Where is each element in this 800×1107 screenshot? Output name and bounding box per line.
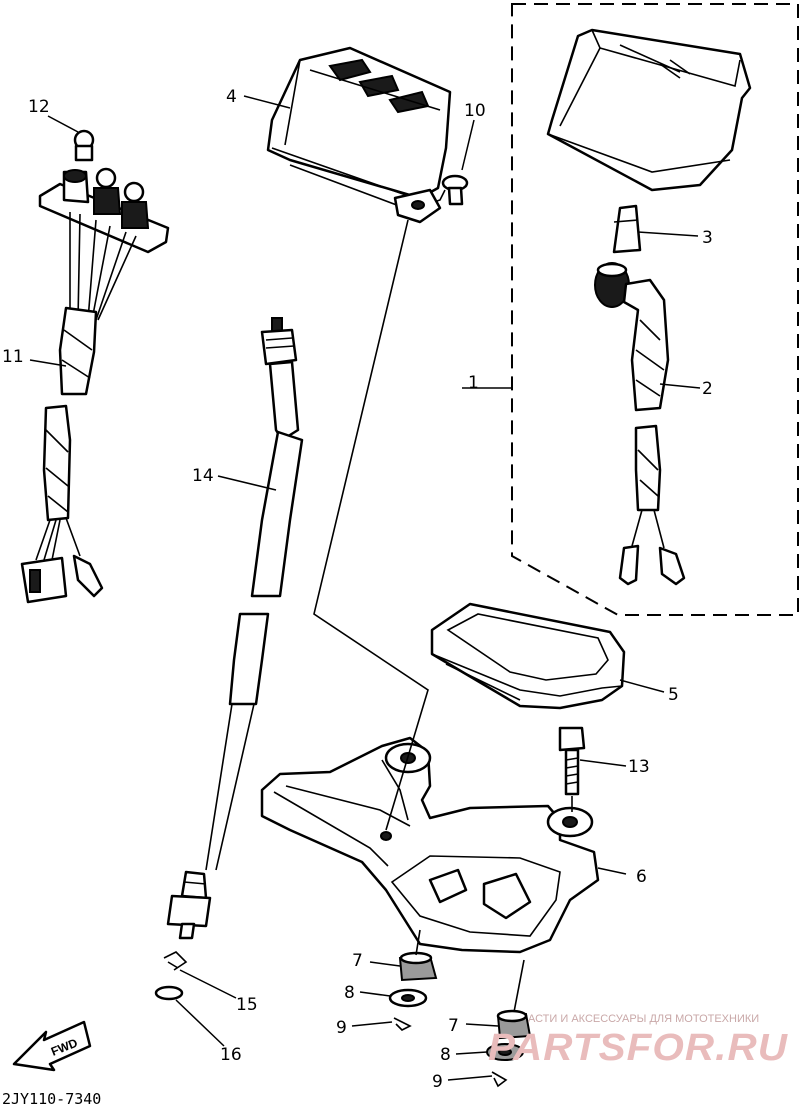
callout-4: 4 xyxy=(226,87,237,107)
meter-assembly-part-1 xyxy=(546,28,752,192)
fwd-arrow: FWD xyxy=(12,1020,92,1072)
assembly-guide-lines xyxy=(313,219,573,1013)
clip-part-9-left xyxy=(393,1017,412,1031)
gasket-part-5 xyxy=(430,602,626,710)
callout-7-right: 7 xyxy=(448,1016,459,1036)
bulb-part-3 xyxy=(612,204,642,254)
watermark: АСТИ И АКСЕССУАРЫ ДЛЯ МОТОТЕХНИКИ PARTSF… xyxy=(488,1013,789,1069)
callout-13: 13 xyxy=(628,757,650,777)
callout-14: 14 xyxy=(192,466,214,486)
housing-windows xyxy=(328,58,430,114)
callout-7-left: 7 xyxy=(352,951,363,971)
bracket-part-6 xyxy=(260,736,600,954)
grommet-part-7-left xyxy=(398,951,438,982)
callout-5: 5 xyxy=(668,685,679,705)
callout-12: 12 xyxy=(28,97,50,117)
callout-9-left: 9 xyxy=(336,1018,347,1038)
callout-16: 16 xyxy=(220,1045,242,1065)
grommet-part-7-right xyxy=(496,1009,532,1040)
clip-part-15 xyxy=(163,951,188,971)
clip-part-9-right xyxy=(491,1071,508,1088)
callout-15: 15 xyxy=(236,995,258,1015)
callout-6: 6 xyxy=(636,867,647,887)
callout-8-left: 8 xyxy=(344,983,355,1003)
leader-lines xyxy=(29,95,701,1081)
callout-3: 3 xyxy=(702,228,713,248)
washer-part-8-left xyxy=(388,988,428,1008)
callout-2: 2 xyxy=(702,379,713,399)
o-ring-part-16 xyxy=(154,985,184,1001)
speedometer-cable-part-14 xyxy=(166,317,304,940)
meter-housing-part-4 xyxy=(266,46,452,224)
callout-10: 10 xyxy=(464,101,486,121)
callout-11: 11 xyxy=(2,347,24,367)
callout-9-right: 9 xyxy=(432,1072,443,1092)
watermark-tagline: АСТИ И АКСЕССУАРЫ ДЛЯ МОТОТЕХНИКИ xyxy=(528,1013,759,1025)
callout-8-right: 8 xyxy=(440,1045,451,1065)
watermark-logo: PARTSFOR.RU xyxy=(488,1027,789,1069)
bulb-part-12 xyxy=(73,129,95,162)
drawing-code: 2JY110-7340 xyxy=(2,1090,101,1107)
harness-part-11 xyxy=(20,167,170,604)
socket-cord-part-2 xyxy=(594,262,686,586)
bolt-part-13 xyxy=(558,726,586,796)
callout-1: 1 xyxy=(468,373,479,393)
screw-part-10 xyxy=(441,174,469,206)
callout-numbers: 1 2 3 4 5 6 7 7 8 8 9 9 10 11 12 13 14 1… xyxy=(2,87,713,1092)
